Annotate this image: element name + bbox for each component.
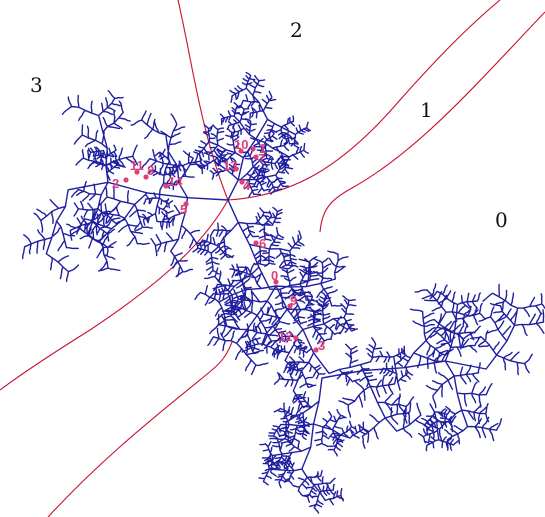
point-label-7: 7 (258, 151, 265, 166)
ray-bottom (47, 341, 233, 517)
region-label-1: 1 (420, 98, 433, 122)
point-marker-2 (123, 177, 129, 183)
point-label-3: 3 (318, 338, 325, 353)
point-label-12: 12 (278, 329, 292, 344)
orbit-points: 0 1 2 3 4 5 6 7 8 9 10 11 12 13 14 (112, 137, 325, 353)
point-label-0: 0 (271, 268, 278, 283)
region-label-2: 2 (290, 18, 303, 42)
point-marker-12 (293, 335, 299, 341)
point-marker-3 (313, 347, 319, 353)
point-label-9: 9 (290, 293, 297, 308)
point-label-11: 11 (130, 158, 144, 173)
point-label-6: 6 (259, 236, 266, 251)
ray-right (319, 11, 545, 233)
point-marker-7 (253, 154, 259, 160)
point-marker-8 (143, 174, 149, 180)
julia-set-dendrite (22, 71, 545, 514)
point-label-8: 8 (147, 163, 154, 178)
point-marker-10 (238, 148, 244, 154)
point-marker-11 (134, 169, 140, 175)
region-label-3: 3 (30, 73, 43, 97)
point-label-10: 10 (234, 137, 248, 152)
point-label-13: 13 (223, 158, 237, 173)
point-marker-0 (273, 279, 279, 285)
region-label-0: 0 (495, 208, 508, 232)
point-label-14: 14 (168, 174, 183, 189)
region-labels: 0 1 2 3 (30, 18, 508, 232)
point-marker-9 (287, 303, 293, 309)
point-label-4: 4 (243, 178, 251, 193)
point-marker-1 (250, 146, 256, 152)
point-label-1: 1 (259, 141, 266, 156)
ray-lower-left (0, 199, 229, 391)
point-marker-4 (239, 179, 245, 185)
point-label-5: 5 (180, 202, 187, 217)
point-label-2: 2 (112, 176, 119, 191)
point-marker-13 (233, 166, 239, 172)
point-marker-5 (183, 201, 189, 207)
julia-set-filaments (22, 71, 545, 514)
point-marker-14 (163, 183, 169, 189)
point-marker-6 (253, 240, 259, 246)
ray-upper-right (227, 0, 501, 201)
